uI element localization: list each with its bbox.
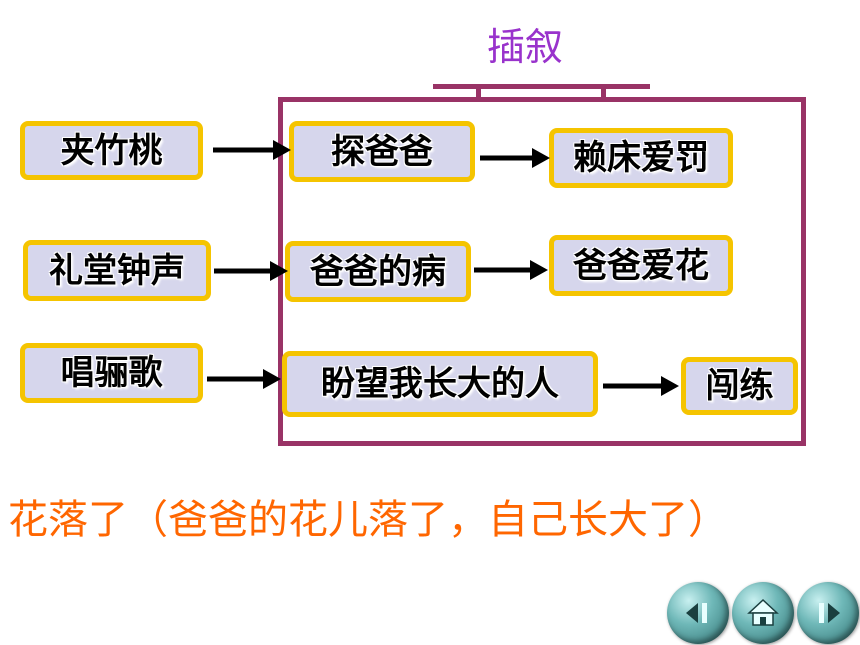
bracket-top	[433, 84, 650, 89]
arrow-left2-to-mid2	[214, 261, 288, 281]
arrow-mid3-to-right3	[603, 376, 679, 396]
arrow-left1-to-mid1	[213, 140, 291, 160]
prev-button[interactable]	[667, 582, 729, 644]
node-right-2: 爸爸爱花	[549, 235, 733, 296]
summary-text: 花落了（爸爸的花儿落了，自己长大了）	[8, 497, 728, 543]
node-right-3: 闯练	[681, 357, 798, 415]
next-icon	[819, 603, 840, 623]
next-button[interactable]	[797, 582, 859, 644]
node-left-1: 夹竹桃	[20, 121, 203, 180]
node-mid-3: 盼望我长大的人	[282, 351, 598, 417]
insertion-narrative-title: 插叙	[486, 25, 563, 69]
bracket-right-leg	[601, 84, 606, 101]
arrow-mid1-to-right1	[480, 148, 550, 168]
arrow-mid2-to-right2	[474, 260, 548, 280]
bracket-left-leg	[476, 84, 481, 101]
node-left-2: 礼堂钟声	[23, 240, 211, 301]
home-icon	[747, 598, 779, 626]
node-mid-1: 探爸爸	[289, 121, 475, 182]
node-right-1: 赖床爱罚	[549, 128, 733, 188]
home-button[interactable]	[732, 582, 794, 644]
prev-icon	[686, 603, 707, 623]
node-left-3: 唱骊歌	[20, 343, 203, 403]
node-mid-2: 爸爸的病	[285, 241, 471, 302]
arrow-left3-to-mid3	[207, 369, 281, 389]
